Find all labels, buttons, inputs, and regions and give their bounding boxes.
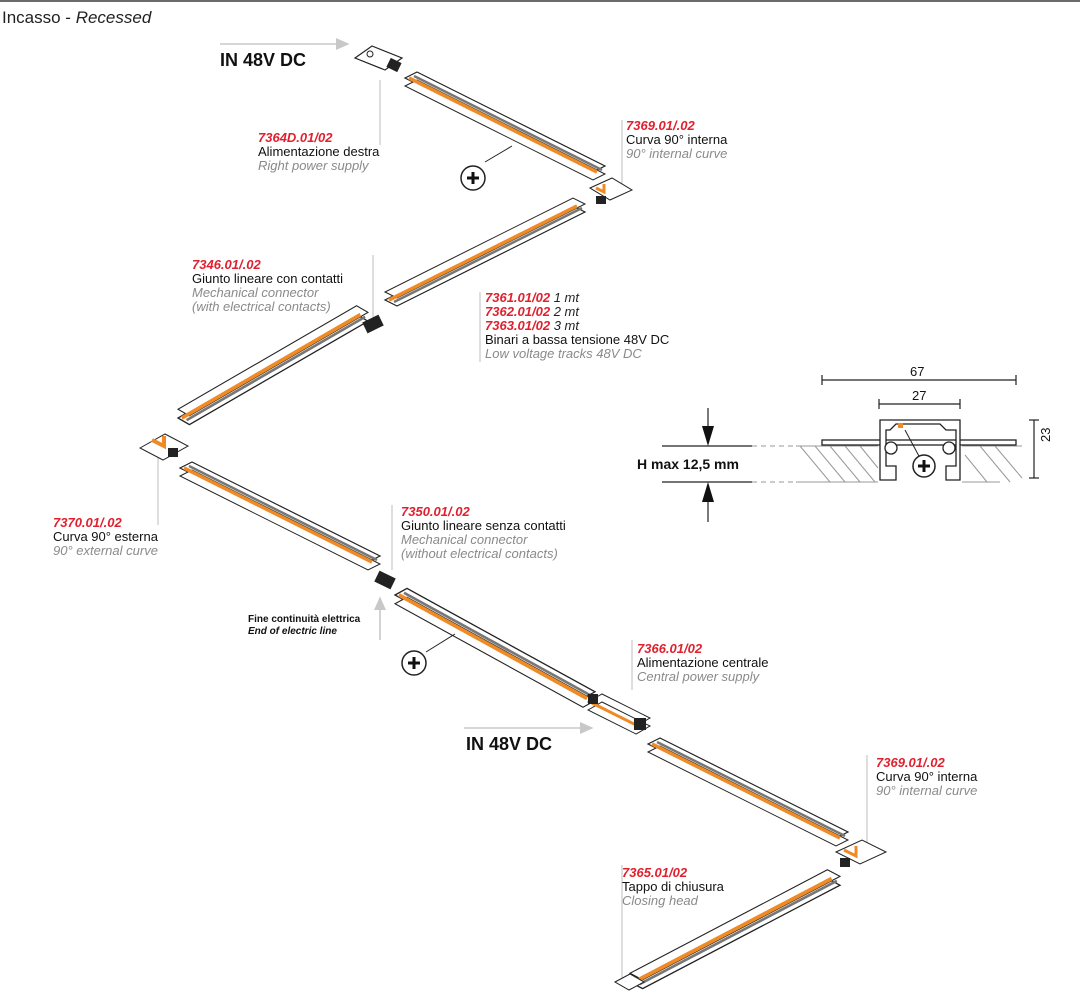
part-code: 7346.01/.02: [192, 257, 261, 272]
part-name-en: Right power supply: [258, 158, 369, 173]
track-segment-5: [393, 586, 597, 710]
dimension-height: 23: [1038, 427, 1053, 442]
part-code: 7370.01/.02: [53, 515, 122, 530]
title-italian: Incasso -: [2, 8, 76, 27]
label-connector-without-contacts: 7350.01/.02 Giunto lineare senza contatt…: [401, 505, 566, 561]
part-name-it: Alimentazione destra: [258, 144, 380, 159]
central-power-supply-part: [586, 693, 652, 735]
track-segment-4: [178, 460, 382, 572]
positive-marker-top: [460, 145, 513, 191]
part-name-en: 90° internal curve: [876, 783, 978, 798]
track-code-1m: 7361.01/02 1 mt: [485, 290, 579, 305]
part-name-it: Giunto lineare senza contatti: [401, 518, 566, 533]
part-name-en-detail: (without electrical contacts): [401, 546, 558, 561]
part-name-it: Binari a bassa tensione 48V DC: [485, 332, 670, 347]
part-code: 7364D.01/02: [258, 130, 333, 145]
track-segment-3: [176, 303, 370, 427]
internal-curve-part-top: [588, 177, 634, 204]
label-tracks: 7361.01/02 1 mt 7362.01/02 2 mt 7363.01/…: [485, 291, 669, 361]
note-english: End of electric line: [248, 626, 337, 637]
power-input-label-center: IN 48V DC: [466, 734, 553, 754]
part-name-it: Tappo di chiusura: [622, 879, 724, 894]
part-name-en: 90° internal curve: [626, 146, 728, 161]
label-closing-head: 7365.01/02 Tappo di chiusura Closing hea…: [622, 866, 724, 908]
label-internal-curve-bottom: 7369.01/.02 Curva 90° interna 90° intern…: [876, 756, 977, 798]
track-code-2m: 7362.01/02 2 mt: [485, 304, 579, 319]
part-code: 7366.01/02: [637, 641, 703, 656]
part-name-en-detail: (with electrical contacts): [192, 299, 331, 314]
part-name-it: Curva 90° esterna: [53, 529, 158, 544]
top-border-line: [0, 0, 1080, 2]
part-name-en: 90° external curve: [53, 543, 158, 558]
dimension-width-total: 67: [910, 364, 925, 379]
part-code: 7350.01/.02: [401, 504, 470, 519]
end-of-electric-line-note: Fine continuità elettrica End of electri…: [248, 614, 360, 638]
part-name-it: Giunto lineare con contatti: [192, 271, 344, 286]
right-power-supply-part: [353, 45, 404, 73]
label-external-curve: 7370.01/.02 Curva 90° esterna 90° extern…: [53, 516, 158, 558]
power-input-label-top: IN 48V DC: [220, 50, 307, 70]
label-connector-with-contacts: 7346.01/.02 Giunto lineare con contatti …: [192, 258, 343, 314]
part-name-en: Mechanical connector: [401, 532, 528, 547]
external-curve-part: [138, 433, 190, 461]
connector-without-contacts-part: [374, 570, 396, 590]
part-name-it: Curva 90° interna: [876, 769, 978, 784]
part-code: 7365.01/02: [622, 865, 688, 880]
part-code: 7369.01/.02: [626, 118, 695, 133]
part-name-en: Central power supply: [637, 669, 760, 684]
label-internal-curve-top: 7369.01/.02 Curva 90° interna 90° intern…: [626, 119, 727, 161]
dimension-width-inner: 27: [912, 388, 927, 403]
part-name-it: Alimentazione centrale: [637, 655, 769, 670]
positive-marker-middle: [401, 633, 456, 676]
label-central-power-supply: 7366.01/02 Alimentazione centrale Centra…: [637, 642, 769, 684]
part-name-en: Low voltage tracks 48V DC: [485, 346, 642, 361]
track-segment-6: [646, 736, 850, 848]
cross-section-drawing: [662, 375, 1039, 522]
part-name-en: Mechanical connector: [192, 285, 319, 300]
part-name-en: Closing head: [622, 893, 698, 908]
part-code: 7369.01/.02: [876, 755, 945, 770]
closing-head-part: [613, 973, 646, 991]
track-code-3m: 7363.01/02 3 mt: [485, 318, 579, 333]
h-max-label: H max 12,5 mm: [637, 456, 739, 472]
internal-curve-part-bottom: [834, 839, 888, 867]
label-right-power-supply: 7364D.01/02 Alimentazione destra Right p…: [258, 131, 379, 173]
title-english: Recessed: [75, 8, 152, 27]
note-italian: Fine continuità elettrica: [248, 614, 361, 625]
part-name-it: Curva 90° interna: [626, 132, 728, 147]
page-title: Incasso - Recessed: [2, 8, 151, 28]
track-segment-1: [403, 70, 607, 182]
connector-with-contacts-part: [362, 314, 384, 334]
